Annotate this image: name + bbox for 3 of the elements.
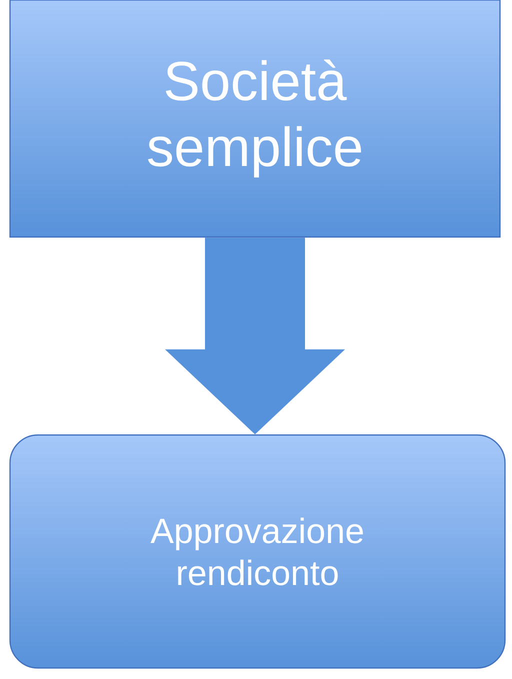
block-arrow [165, 238, 345, 434]
process-box: Società semplice [9, 0, 501, 238]
process-box: Approvazione rendiconto [9, 434, 506, 669]
